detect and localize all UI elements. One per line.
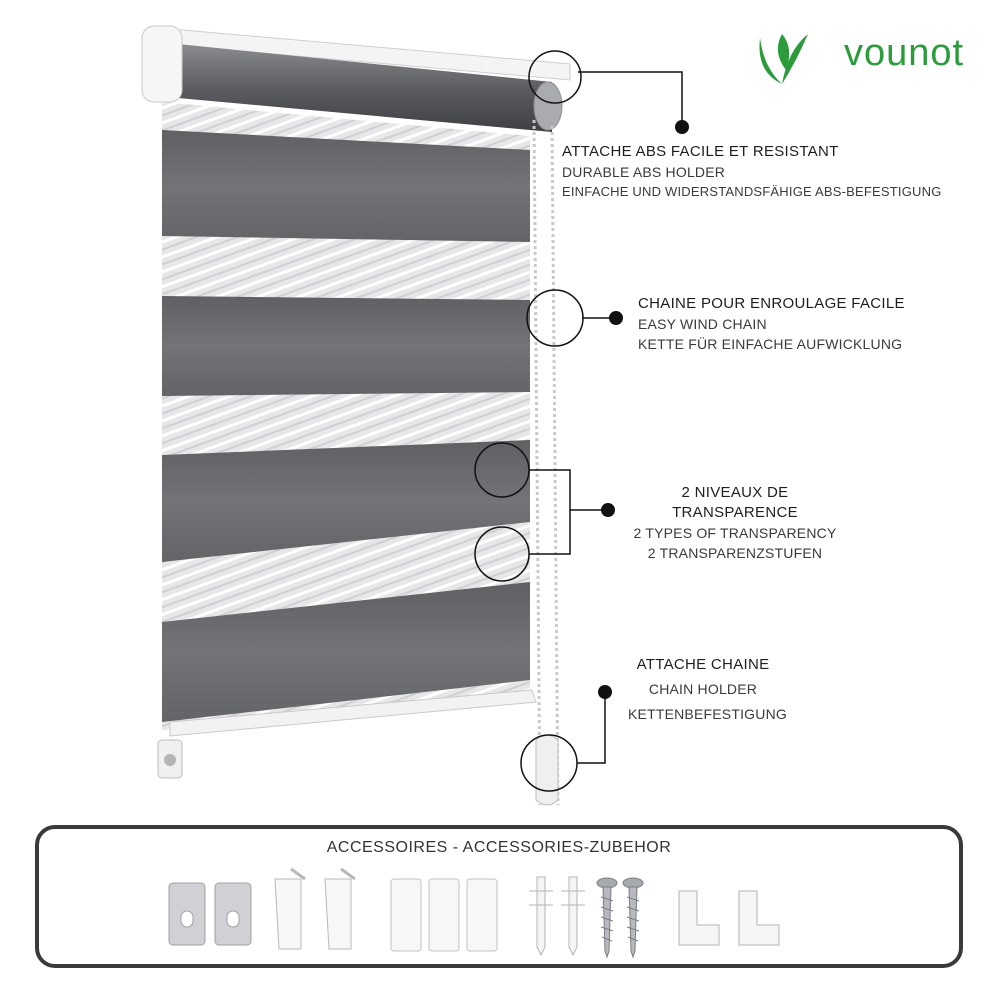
callout-transparency: 2 NIVEAUX DE TRANSPARENCE 2 TYPES OF TRA… [620,483,850,563]
wall-plug-icon [561,876,585,957]
callout-subtitle-de: EINFACHE UND WIDERSTANDSFÄHIGE ABS-BEFES… [562,184,942,199]
callout-subtitle: CHAIN HOLDER [648,681,758,697]
callout-dots [598,120,689,699]
chain-clip-icon [678,890,720,946]
roller-blind-illustration [141,25,689,806]
end-cap-right [533,81,563,131]
leaf-logo-icon [759,34,808,84]
spacer-block-icon [466,878,498,952]
metal-bracket-icon [214,882,252,946]
end-cap-left [141,25,183,103]
callout-chain: CHAINE POUR ENROULAGE FACILE EASY WIND C… [638,294,905,354]
accessories-items [168,867,780,959]
fabric-sheer [162,102,530,730]
accessories-title: ACCESSOIRES - ACCESSORIES-ZUBEHOR [326,839,672,856]
top-rail [141,25,571,132]
bead-chain [532,119,560,806]
spacer-block-icon [390,878,422,952]
screw-icon [622,877,644,959]
callout-subtitle: EASY WIND CHAIN [638,316,767,332]
callout-subtitle: 2 TYPES OF TRANSPARENCY [633,525,837,541]
metal-bracket-icon [168,882,206,946]
accessories-panel: ACCESSOIRES - ACCESSORIES-ZUBEHOR [35,825,963,968]
callout-title: CHAINE POUR ENROULAGE FACILE [638,295,905,312]
brand-name: vounot [844,32,965,74]
screw-icon [596,877,618,959]
callout-title: 2 NIVEAUX DE TRANSPARENCE [672,484,798,521]
wall-plug-icon [529,876,553,957]
fabric-dark-stripes [162,130,530,722]
callout-chain-holder: ATTACHE CHAINE CHAIN HOLDER KETTENBEFEST… [628,652,787,727]
callout-abs-holder: ATTACHE ABS FACILE ET RESISTANT DURABLE … [562,142,942,202]
clip-bracket-icon [324,867,356,950]
callout-title: ATTACHE ABS FACILE ET RESISTANT [562,143,839,160]
bottom-bar [157,689,537,779]
callout-subtitle-de: KETTENBEFESTIGUNG [628,706,787,722]
callout-title: ATTACHE CHAINE [636,656,770,673]
callout-subtitle: DURABLE ABS HOLDER [562,164,726,180]
clip-bracket-icon [274,867,306,950]
callout-subtitle-de: KETTE FÜR EINFACHE AUFWICKLUNG [638,336,903,352]
brand-logo: vounot [752,22,982,92]
callout-subtitle-de: 2 TRANSPARENZSTUFEN [647,545,823,561]
callout-lines [474,50,683,792]
chain-clip-icon [738,890,780,946]
spacer-block-icon [428,878,460,952]
